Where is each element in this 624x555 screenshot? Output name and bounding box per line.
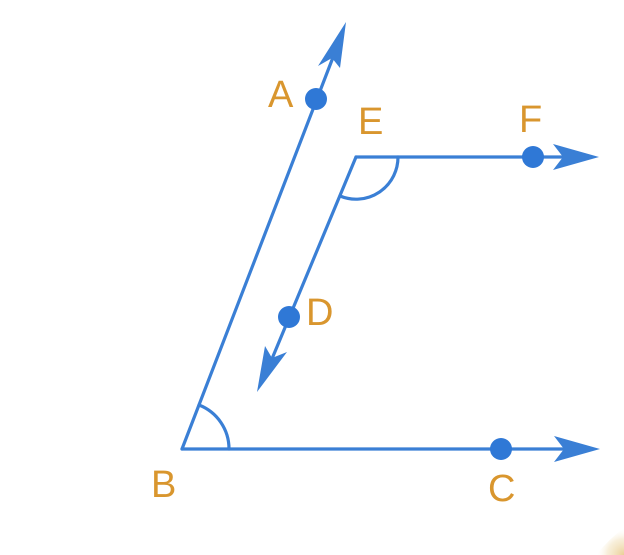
- ray-ed: [262, 155, 358, 380]
- point-a-dot: [305, 88, 327, 110]
- label-d: D: [306, 292, 333, 334]
- point-c-dot: [490, 438, 512, 460]
- angle-arc-e: [338, 155, 400, 201]
- label-b: B: [151, 464, 176, 506]
- label-f: F: [519, 99, 542, 141]
- arrowhead-ef: [553, 144, 599, 170]
- label-c: C: [488, 468, 515, 510]
- label-a: A: [268, 74, 294, 116]
- corner-accent: [596, 528, 624, 555]
- arrowhead-ed: [257, 346, 287, 392]
- label-e: E: [358, 101, 383, 143]
- point-d-dot: [278, 306, 300, 328]
- angle-arc-b: [197, 403, 231, 451]
- arrowhead-ba: [318, 22, 346, 68]
- point-f-dot: [522, 146, 544, 168]
- arrowhead-bc: [554, 436, 600, 462]
